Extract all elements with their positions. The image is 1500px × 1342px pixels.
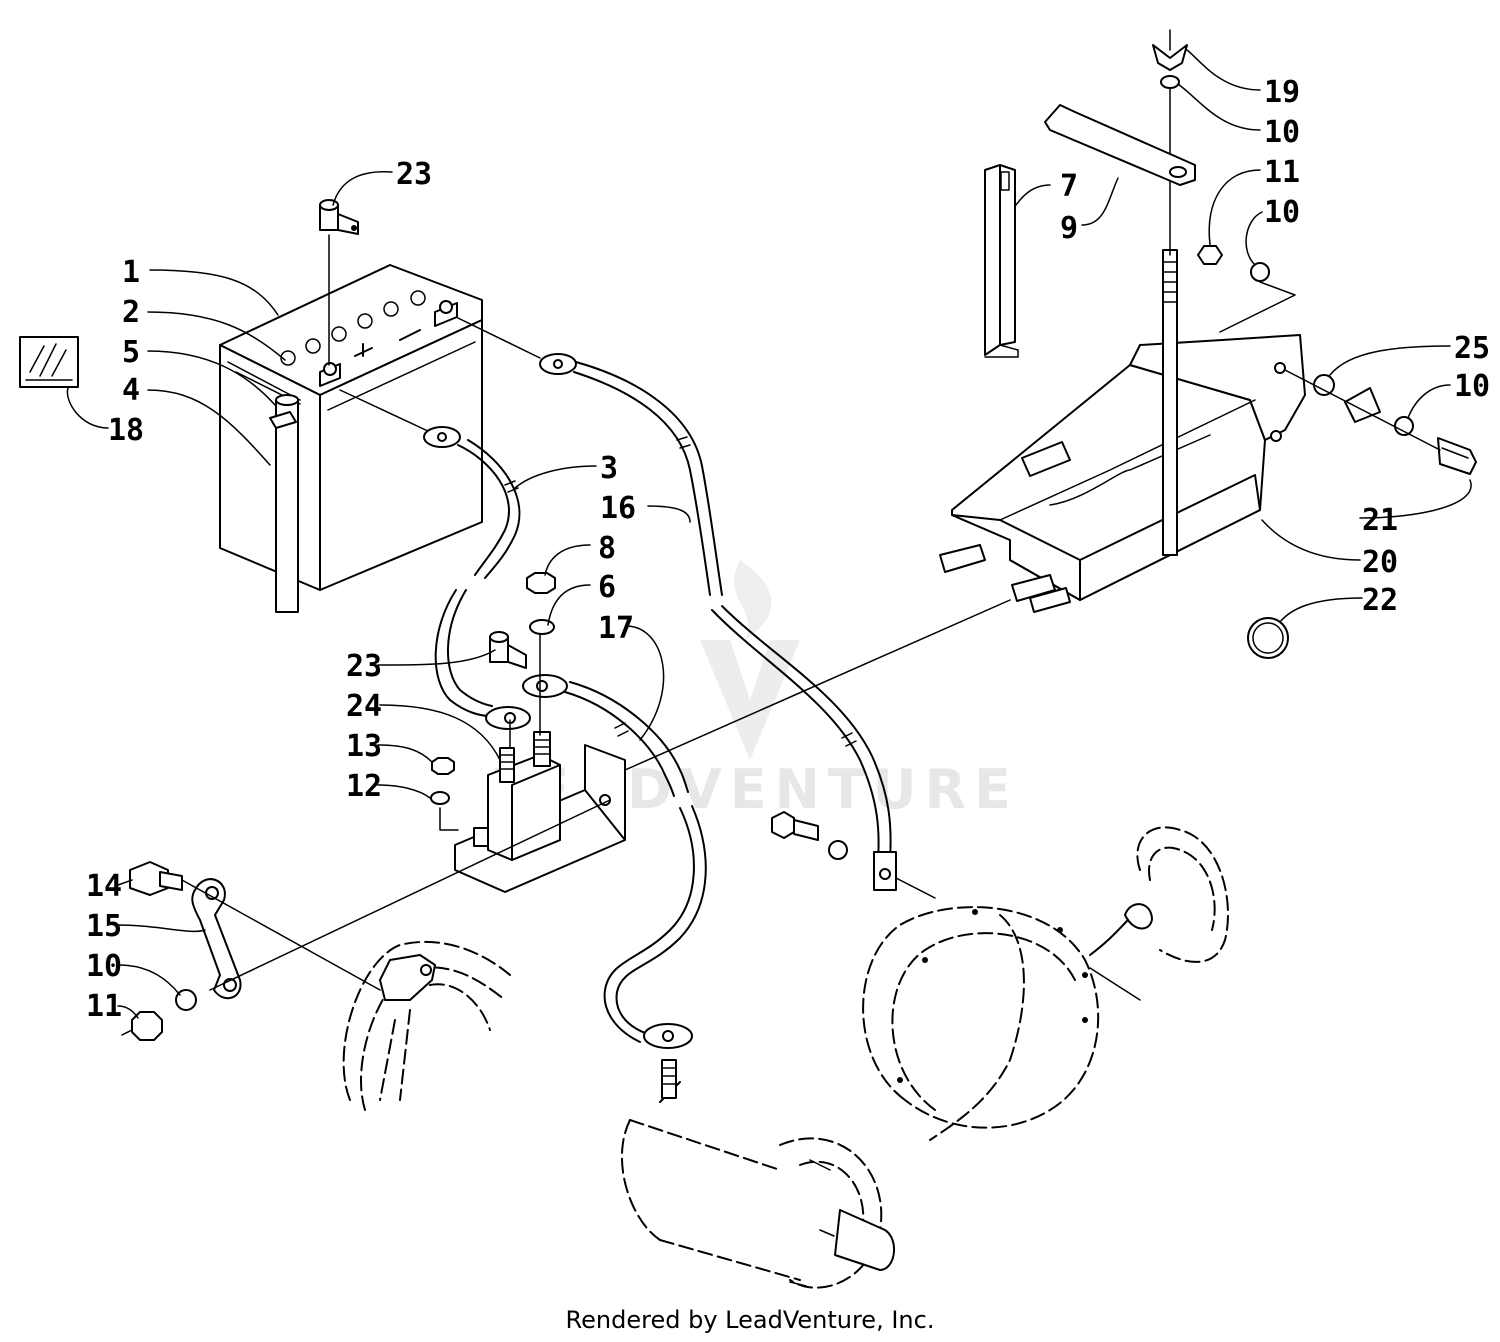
terminal-cap-solenoid xyxy=(489,631,527,669)
callout-7: 7 xyxy=(1060,169,1078,204)
callout-10b: 10 xyxy=(1264,115,1300,150)
callout-19: 19 xyxy=(1264,75,1300,110)
callout-6: 6 xyxy=(598,570,616,605)
callout-14: 14 xyxy=(86,869,122,904)
nut-13 xyxy=(431,757,455,775)
callout-25: 25 xyxy=(1454,331,1490,366)
callout-11b: 11 xyxy=(1264,155,1300,190)
callout-16: 16 xyxy=(600,491,636,526)
callout-23b: 23 xyxy=(346,649,382,684)
callout-22: 22 xyxy=(1362,583,1398,618)
mount-line-solenoid xyxy=(209,799,611,991)
callout-23a: 23 xyxy=(396,157,432,192)
tray-bolt-hardware xyxy=(1284,369,1477,475)
ground-bracket-hardware xyxy=(121,861,381,1041)
washer-6 xyxy=(529,619,555,635)
render-credit: Rendered by LeadVenture, Inc. xyxy=(565,1306,935,1334)
terminal-cap-top xyxy=(319,199,359,366)
washer-12 xyxy=(430,791,459,831)
battery-tray xyxy=(939,334,1306,613)
callout-13: 13 xyxy=(346,729,382,764)
hold-down-clamp xyxy=(1044,104,1196,186)
flywheel-housing xyxy=(862,826,1229,1141)
callout-8: 8 xyxy=(598,531,616,566)
callout-5: 5 xyxy=(122,335,140,370)
cable-16 xyxy=(457,317,897,891)
watermark: LEADVENTURE xyxy=(490,560,1011,821)
callout-10c: 10 xyxy=(1264,195,1300,230)
callout-2: 2 xyxy=(122,295,140,330)
callout-15: 15 xyxy=(86,909,122,944)
cable-3 xyxy=(339,389,531,730)
starter-motor xyxy=(621,1059,895,1289)
callout-10a: 10 xyxy=(86,949,122,984)
mount-line-tray xyxy=(624,599,1011,771)
engine-housing-left xyxy=(342,940,511,1111)
hose-clamp xyxy=(1247,617,1289,659)
callout-17: 17 xyxy=(598,611,634,646)
callout-24: 24 xyxy=(346,689,382,724)
callout-9: 9 xyxy=(1060,211,1078,246)
starter-solenoid xyxy=(454,619,626,893)
leader-lines xyxy=(66,49,1472,1019)
nut-11-top xyxy=(1197,245,1296,333)
callout-10d: 10 xyxy=(1454,369,1490,404)
battery xyxy=(219,264,483,613)
cable-17 xyxy=(522,674,707,1049)
callout-11a: 11 xyxy=(86,989,122,1024)
hold-down-rod xyxy=(1152,29,1188,556)
callout-12: 12 xyxy=(346,769,382,804)
warning-decal xyxy=(19,336,79,388)
ground-bolt xyxy=(771,811,936,899)
callout-labels: 1 2 5 4 18 23 3 16 8 6 17 23 24 13 12 14… xyxy=(86,75,1490,1024)
hold-down-strap xyxy=(984,164,1019,358)
callout-18: 18 xyxy=(108,413,144,448)
callout-21: 21 xyxy=(1362,503,1398,538)
callout-1: 1 xyxy=(122,255,140,290)
callout-4: 4 xyxy=(122,373,140,408)
callout-20: 20 xyxy=(1362,545,1398,580)
callout-3: 3 xyxy=(600,451,618,486)
nut-8 xyxy=(526,572,556,594)
